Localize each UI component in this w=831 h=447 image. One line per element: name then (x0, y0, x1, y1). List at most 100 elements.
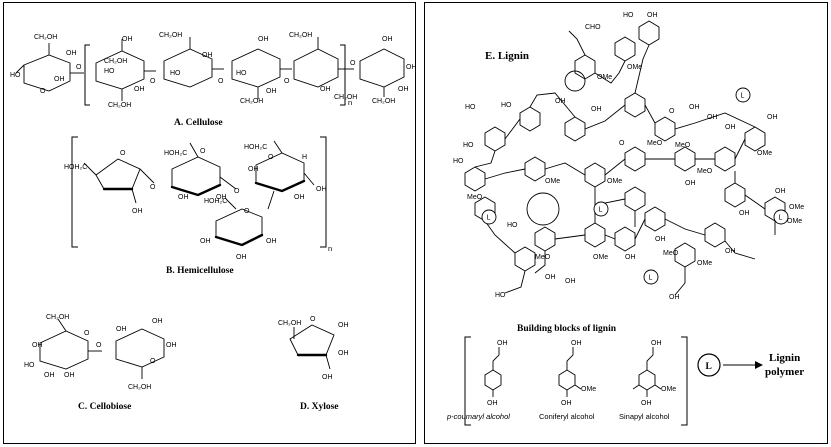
cellulose-group: OH (266, 88, 277, 95)
xylose-group: OH (338, 322, 349, 329)
cellulose-group: O (76, 64, 82, 71)
hemicellulose-group: OH (132, 208, 143, 215)
xylose-caption: D. Xylose (300, 402, 339, 412)
cellobiose-group: HO (24, 362, 35, 369)
cellobiose-group: CH₂OH (128, 384, 151, 391)
building-block-name: p-coumaryl alcohol (446, 412, 510, 421)
svg-text:OH: OH (641, 400, 652, 407)
lignin-group: OH (647, 12, 658, 19)
lignin-links (526, 70, 586, 226)
cellulose-group: O (284, 78, 290, 85)
legend: L Lignin polymer (697, 352, 804, 378)
hemicellulose-group: OH (266, 238, 277, 245)
lignin-group: MeO (697, 168, 713, 175)
cellulose-group: CH₂OH (289, 32, 312, 39)
hemicellulose-group: OH (294, 194, 305, 201)
hemicellulose-group: OH (248, 166, 259, 173)
carbohydrate-structures: CH₂OH OH HO O CH₂OH OH O CH₂OH OH O CH₂O… (10, 32, 417, 412)
lignin-group: OH (685, 180, 696, 187)
cellulose-group: HO (10, 72, 21, 79)
lignin-group: CHO (585, 24, 601, 31)
lignin-link-marker: L (735, 87, 751, 103)
svg-text:L: L (649, 275, 653, 282)
lignin-group: OH (739, 210, 750, 217)
lignin-group: OMe (789, 204, 804, 211)
cellulose-group: OH (320, 86, 331, 93)
cellulose-group: O (150, 78, 156, 85)
legend-text-line2: polymer (765, 366, 804, 378)
cellulose-group: HO (170, 70, 181, 77)
cellulose-caption: A. Cellulose (174, 118, 223, 128)
svg-text:OH: OH (651, 340, 662, 347)
lignin-group: OMe (627, 64, 642, 71)
hemicellulose-group: OH (200, 238, 211, 245)
repeat-unit-n: n (328, 244, 332, 253)
cellulose-group: CH₂OH (372, 98, 395, 105)
hemicellulose-structure: HOH₂C O OH HOH₂C O HOH₂C H O O OH OH OH … (64, 136, 332, 276)
svg-text:L: L (741, 93, 745, 100)
building-block-name: Sinapyl alcohol (619, 412, 670, 421)
hemicellulose-group: O (268, 154, 274, 161)
lignin-group: OH (775, 188, 786, 195)
lignin-link-marker: L (773, 209, 789, 225)
lignin-group: OMe (757, 150, 772, 157)
svg-text:OMe: OMe (581, 386, 596, 393)
svg-text:L: L (779, 215, 783, 222)
hemicellulose-group: O (200, 148, 206, 155)
left-bracket (464, 336, 471, 426)
lignin-link-marker: L (593, 201, 609, 217)
hemicellulose-group: O (150, 184, 156, 191)
building-block-coniferyl: OH OH OMe Coniferyl alcohol (539, 340, 596, 421)
hemicellulose-group: O (234, 188, 240, 195)
lignin-group: O (669, 108, 675, 115)
cellulose-group: OH (258, 36, 269, 43)
svg-text:OMe: OMe (661, 386, 676, 393)
lignin-group: HO (453, 158, 464, 165)
lignin-group: O (619, 140, 625, 147)
cellulose-group: OH (406, 64, 417, 71)
legend-symbol: L (706, 362, 712, 372)
svg-text:L: L (599, 207, 603, 214)
building-block-p-coumaryl: OH OH p-coumaryl alcohol (446, 340, 510, 421)
hemicellulose-group: HOH₂C (204, 198, 227, 205)
lignin-group: MeO (647, 140, 663, 147)
lignin-group: OMe (607, 178, 622, 185)
cellobiose-group: CH₂OH (46, 314, 69, 321)
lignin-group: OH (565, 278, 576, 285)
legend-text-line1: Lignin (769, 352, 800, 364)
legend-symbol-circle (697, 353, 721, 377)
lignin-group: HO (507, 222, 518, 229)
cellulose-group: OH (382, 36, 393, 43)
cellulose-group: HO (236, 70, 247, 77)
building-block-sinapyl: OH OH OMe Sinapyl alcohol (619, 340, 676, 421)
hemicellulose-group: O (120, 150, 126, 157)
lignin-group: HO (495, 292, 506, 299)
lignin-group: MeO (467, 194, 483, 201)
xylose-group: CH₂OH (278, 320, 301, 327)
hemicellulose-group: OH (236, 254, 247, 261)
lignin-link-marker: L (481, 209, 497, 225)
hemicellulose-group: HOH₂C (64, 164, 87, 171)
lignin-group: MeO (535, 254, 551, 261)
xylose-group: OH (338, 350, 349, 357)
lignin-group: OH (655, 236, 666, 243)
cellulose-group: OH (398, 86, 409, 93)
hemicellulose-group: OH (316, 186, 327, 193)
lignin-group: OH (725, 248, 736, 255)
cellobiose-group: O (84, 330, 90, 337)
cellulose-group: CH₂OH (159, 32, 182, 39)
lignin-network: CHO OH HO OMe OMe OH HO HO OH O MeO OH O… (453, 12, 804, 301)
lignin-group: OMe (545, 178, 560, 185)
cellulose-group: OH (122, 36, 133, 43)
lignin-group: OH (767, 114, 778, 121)
hemicellulose-group: OH (216, 194, 227, 201)
lignin-group: MeO (675, 142, 691, 149)
hemicellulose-group: HOH₂C (244, 144, 267, 151)
cellulose-structure: CH₂OH OH HO O CH₂OH OH O CH₂OH OH O CH₂O… (10, 32, 417, 128)
lignin-group: HO (463, 142, 474, 149)
hemicellulose-group: HOH₂C (164, 150, 187, 157)
cellulose-group: O (218, 78, 224, 85)
cellulose-group: CH₂OH (104, 58, 127, 65)
svg-text:OH: OH (497, 340, 508, 347)
xylose-structure: CH₂OH O OH OH OH D. Xylose (278, 316, 349, 412)
